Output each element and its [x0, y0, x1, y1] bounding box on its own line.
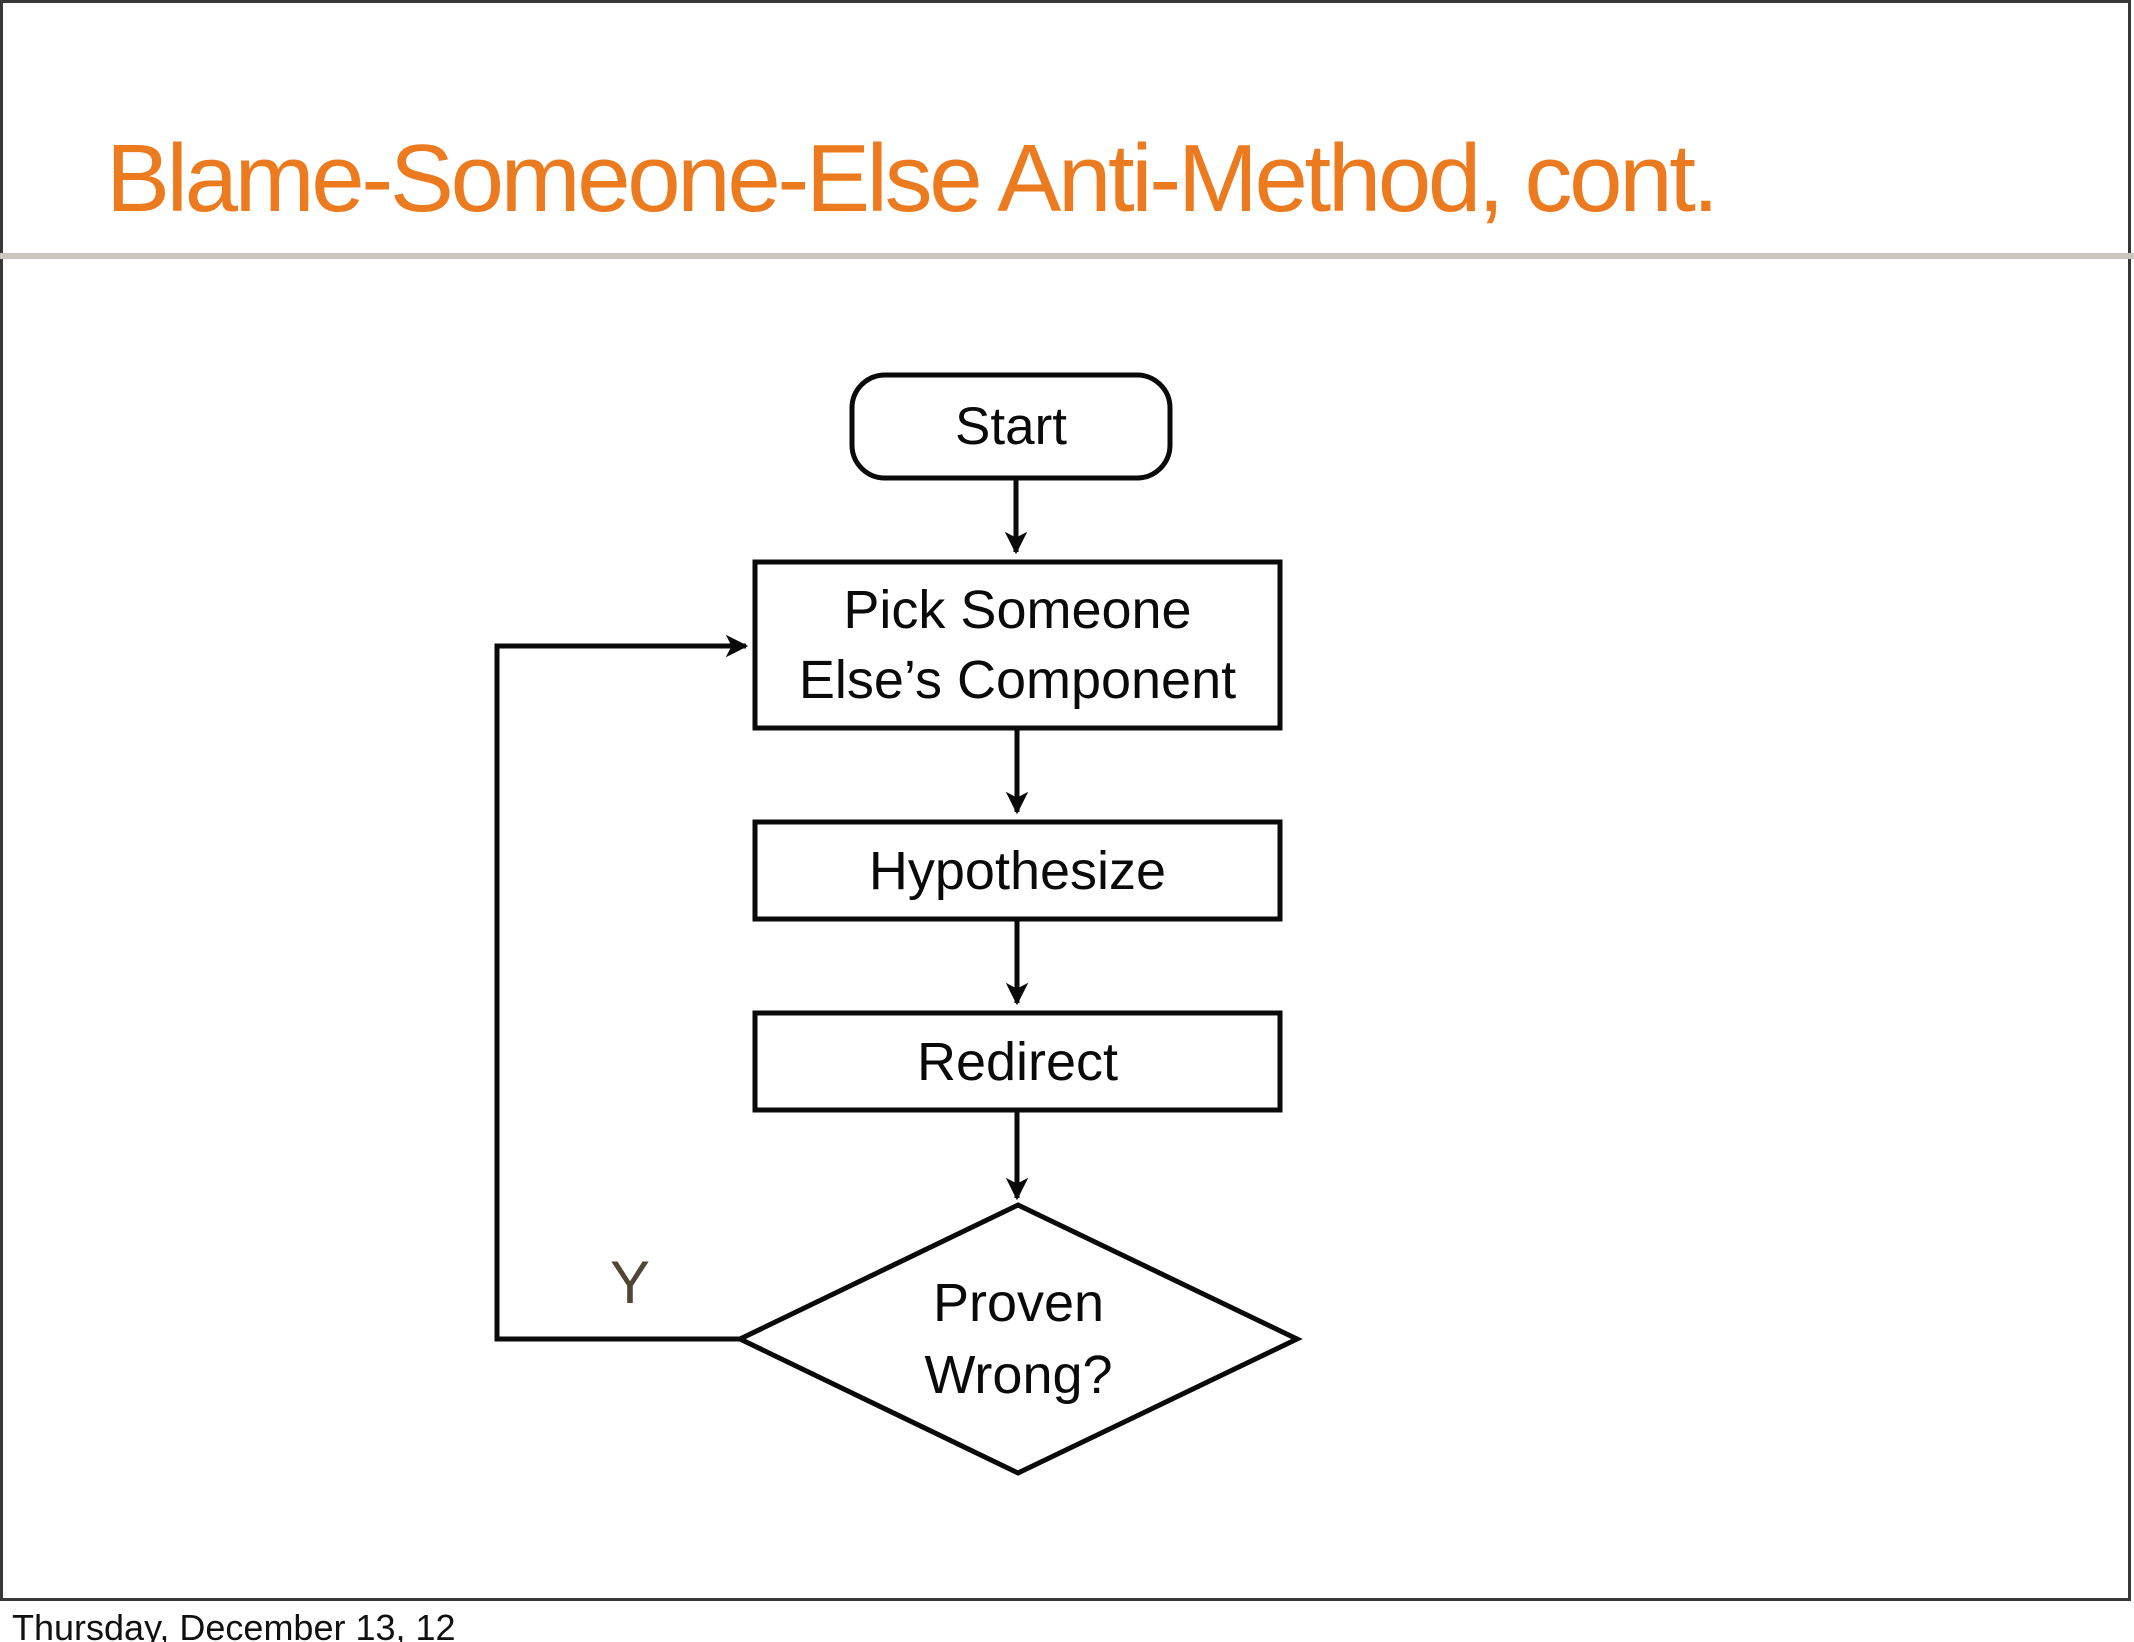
node-pick-label-line1: Pick Someone [843, 580, 1192, 640]
slide-frame [0, 0, 2131, 1601]
node-hypothesize-label: Hypothesize [868, 840, 1167, 901]
slide-footer: Thursday, December 13, 12 [12, 1607, 456, 1642]
start-node-shape [849, 372, 1173, 481]
node-decision-label-line2: Wrong? [924, 1345, 1113, 1405]
edge-decision-loop-to-pick [494, 634, 749, 1342]
pick-node-shape [752, 559, 1283, 731]
decision-node-shape [734, 1202, 1303, 1476]
title-divider [0, 253, 2134, 259]
hypothesize-node-shape [752, 819, 1283, 922]
redirect-node-shape [752, 1010, 1283, 1113]
node-pick-label-line2: Else’s Component [798, 650, 1237, 710]
node-redirect-label: Redirect [916, 1031, 1119, 1092]
node-start-label: Start [955, 396, 1067, 456]
branch-label-yes: Y [610, 1249, 651, 1316]
node-pick-label: Pick Someone Else’s Component [755, 562, 1280, 728]
node-decision-label: Proven Wrong? [740, 1205, 1297, 1473]
slide-title: Blame-Someone-Else Anti-Method, cont. [106, 125, 1719, 232]
node-decision-label-line1: Proven [932, 1273, 1105, 1333]
